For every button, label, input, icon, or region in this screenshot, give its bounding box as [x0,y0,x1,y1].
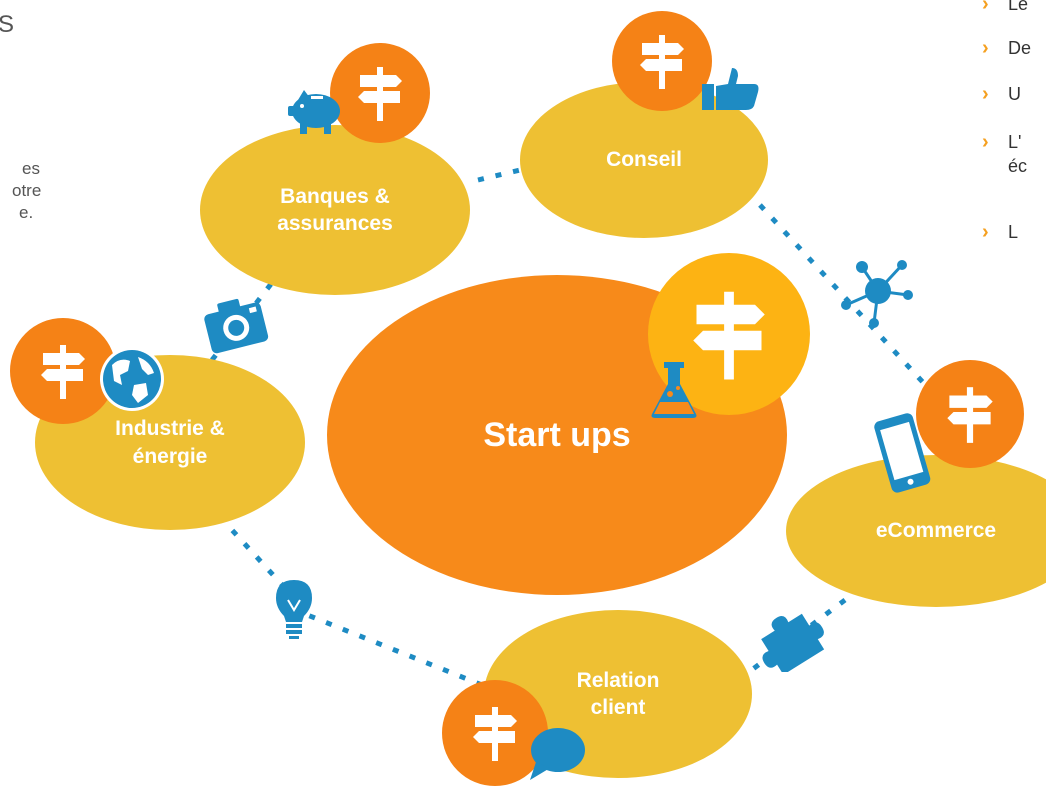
sector-node-banques: Banques & assurances [200,125,470,295]
left-text-fragment: es [22,159,40,178]
signpost-badge [916,360,1024,468]
list-item: › L' éc [982,131,1028,176]
sector-label: Industrie & énergie [115,417,225,468]
signpost-icon [358,67,402,121]
network-icon [841,260,913,328]
puzzle-piece-icon [761,613,825,672]
sector-label: eCommerce [875,519,997,543]
chevron-right-icon: › [982,131,989,153]
globe-icon [100,347,164,411]
speech-bubble-icon [530,728,585,780]
piggy-bank-icon [288,90,340,134]
signpost-icon [947,387,993,443]
signpost-badge [612,11,712,111]
signpost-badge [10,318,116,424]
connector-ecommerce-relation [743,598,847,677]
center-node-label: Start ups [483,415,631,454]
chevron-right-icon: › [982,221,989,243]
list-item: › L [982,221,1019,243]
signpost-icon [473,707,517,761]
connector-relation-lightbulb [299,609,483,688]
connector-lightbulb-industrie [230,528,287,590]
flask-icon [651,362,697,418]
thumbs-up-icon [702,68,759,110]
list-item: › U [982,83,1021,105]
chevron-right-icon: › [982,83,989,105]
list-item: › Le [982,0,1028,16]
signpost-badge [648,253,810,415]
left-text-fragment: otre [12,181,42,200]
list-item: › De [982,37,1032,59]
connector-conseil-ecommerce [758,203,932,392]
signpost-badge [330,43,430,143]
chevron-right-icon: › [982,0,989,15]
chevron-right-icon: › [982,37,989,59]
smartphone-icon [874,413,931,493]
sector-label: Relation client [576,668,660,719]
left-heading-fragment: S [0,11,15,38]
camera-icon [204,298,269,354]
lightbulb-icon [276,580,312,639]
connector-banques-conseil [477,167,521,183]
signpost-icon [41,345,85,399]
signpost-icon [693,291,765,380]
left-text-fragment: e. [19,203,34,222]
signpost-icon [640,35,684,89]
sector-label: Banques & assurances [277,184,393,235]
signpost-badge [442,680,548,786]
sector-label: Conseil [606,148,682,172]
